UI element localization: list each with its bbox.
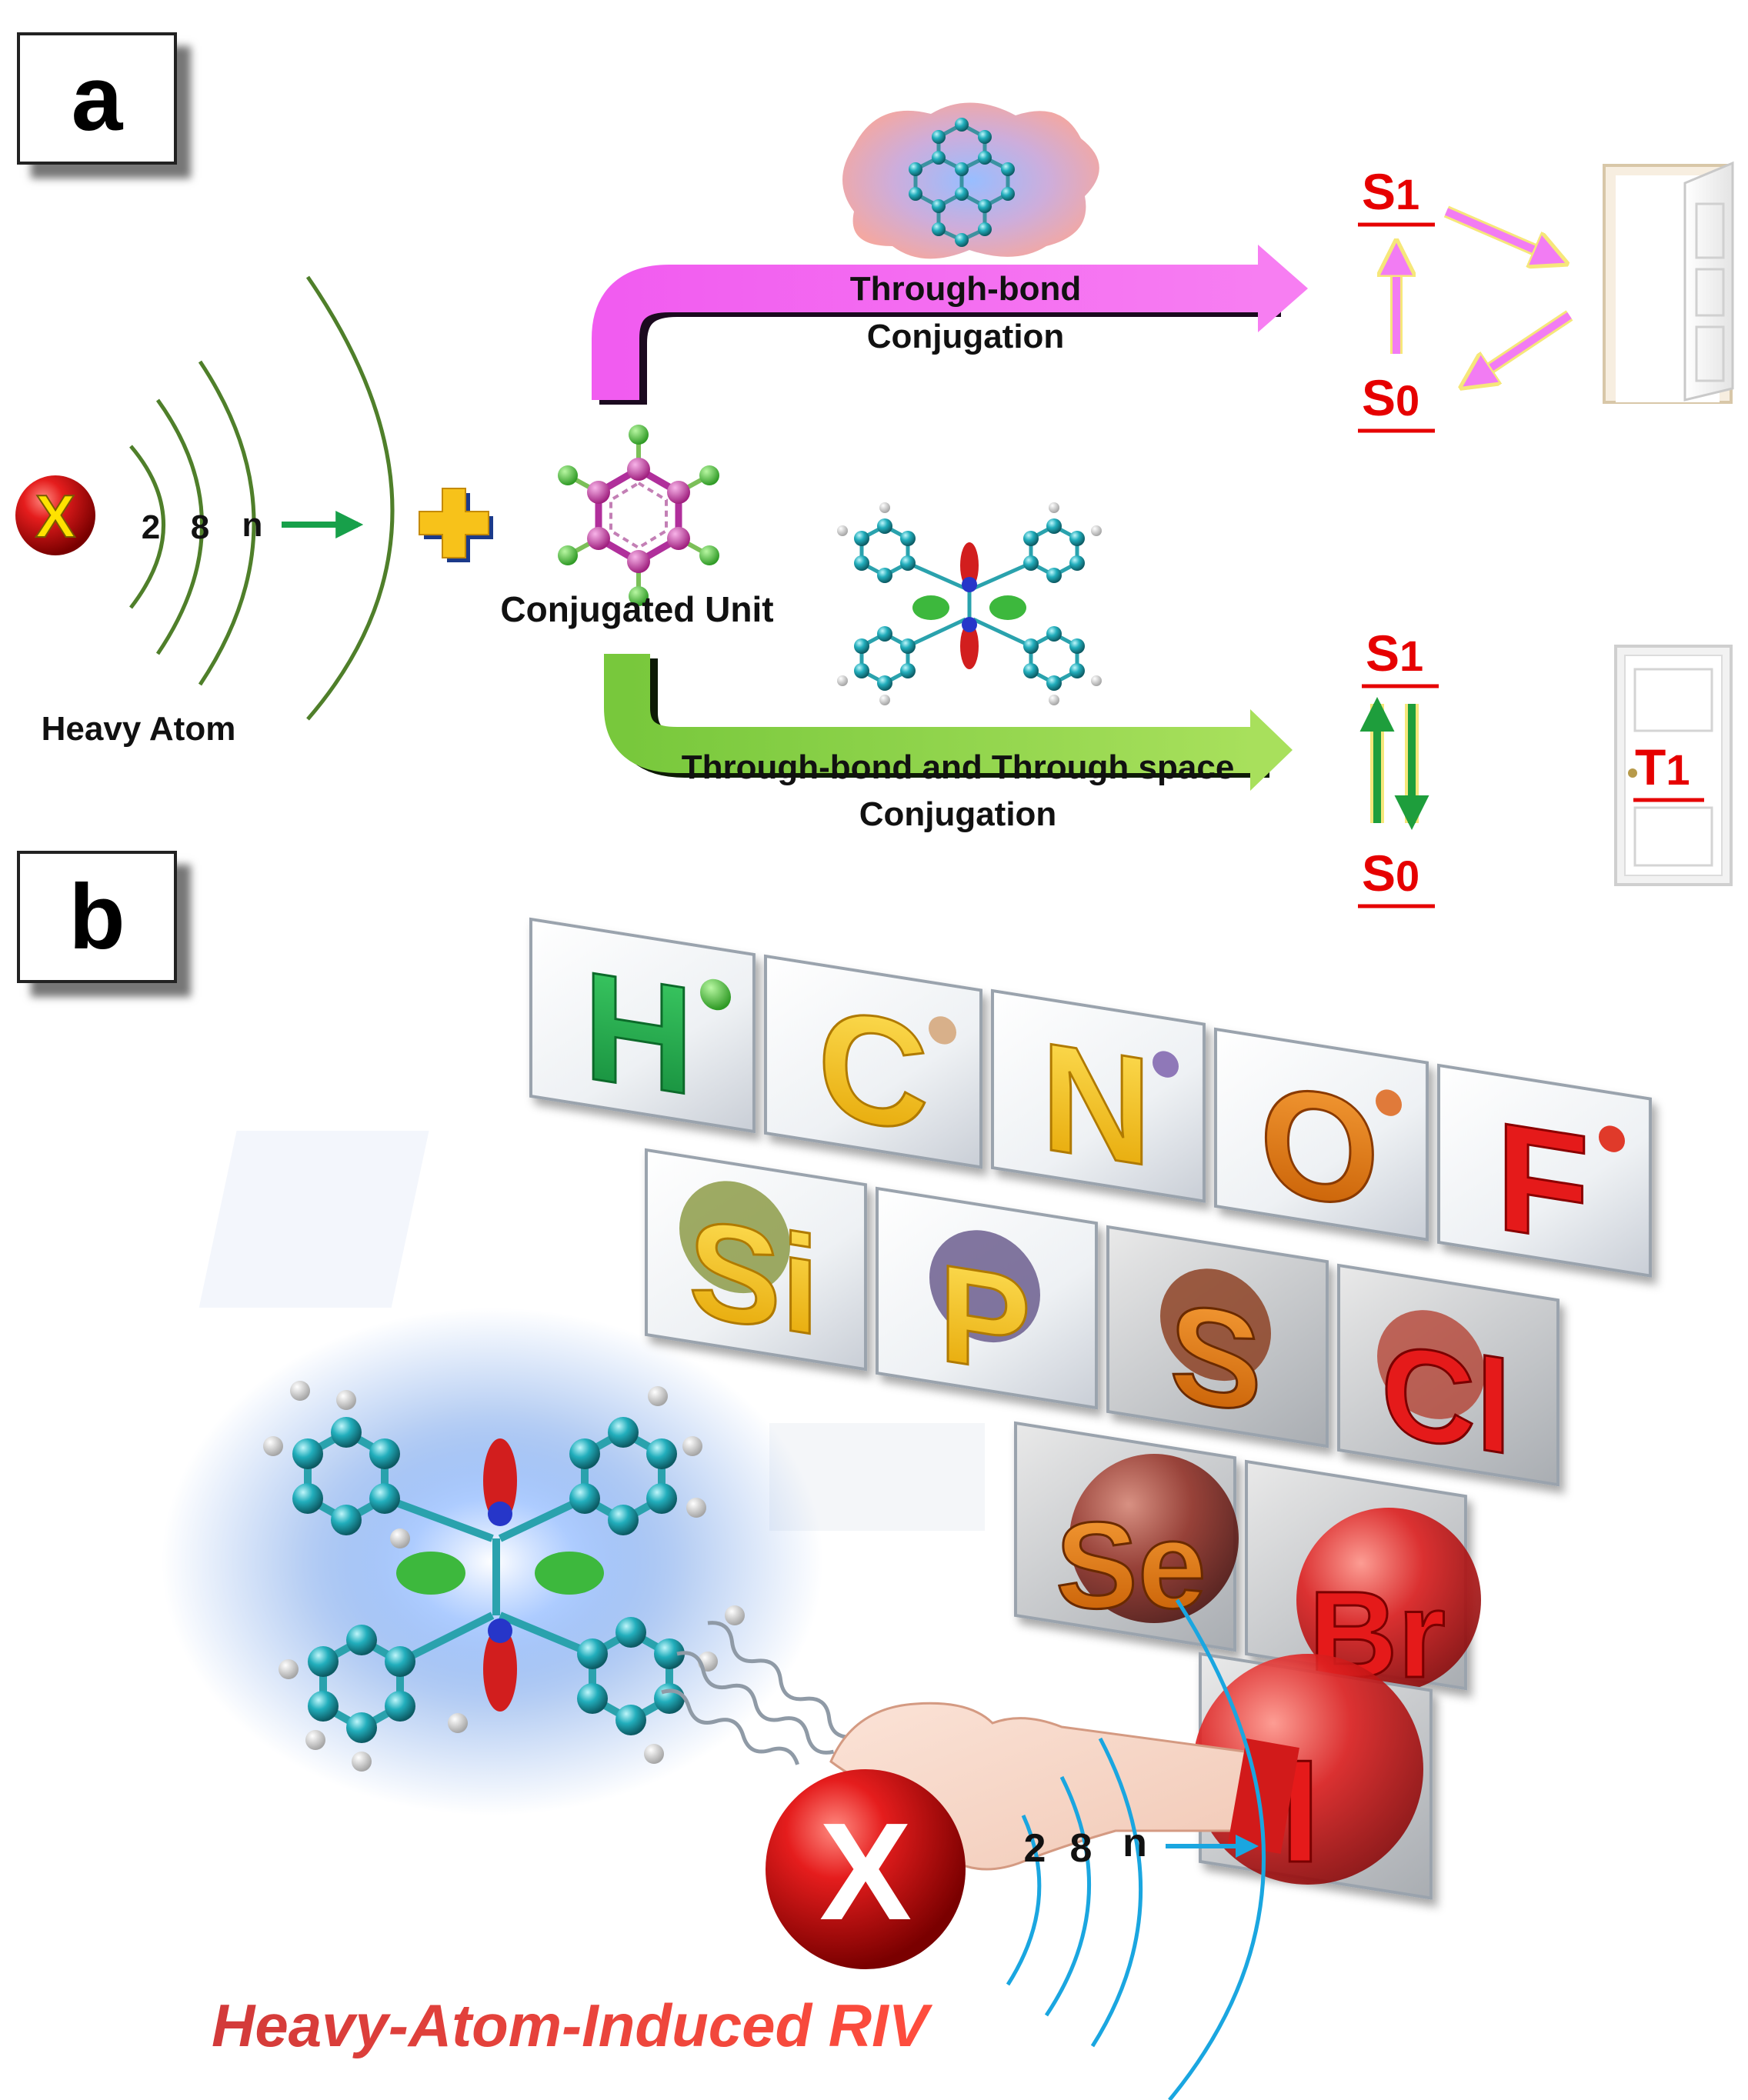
panel-b-label: b (17, 851, 177, 983)
open-door (1603, 161, 1734, 404)
state-diagram-bottom: S1 S0 (1358, 625, 1439, 908)
closed-door: T1 (1614, 645, 1733, 886)
electron-shells (129, 275, 395, 721)
tile-c: C (818, 975, 929, 1165)
tile-cl: Cl (1381, 1316, 1512, 1483)
bottom-t1: T1 (1635, 738, 1690, 795)
through-space-path (604, 654, 1293, 791)
shell-label-n: n (242, 506, 263, 544)
heavy-atom-ball: X (15, 475, 95, 555)
panel-b: H C N O (162, 917, 1652, 2100)
through-bond-path (592, 245, 1308, 405)
panel-b-caption: Heavy-Atom-Induced RIV (212, 1992, 933, 2059)
panel-a: X 2 8 n Heavy Atom (15, 102, 1734, 908)
element-tiles-row2: Si P S Cl (645, 1148, 1560, 1487)
benzene-molecule (558, 425, 719, 606)
top-s0: S0 (1362, 369, 1419, 426)
bottom-s0: S0 (1362, 845, 1419, 902)
b-shell-label-n: n (1123, 1821, 1147, 1865)
tile-f: F (1496, 1089, 1590, 1276)
b-shell-label-2: 2 (1024, 1826, 1046, 1871)
panel-a-label: a (17, 32, 177, 165)
electron-cloud-molecule (842, 102, 1099, 259)
bottom-s1: S1 (1366, 625, 1423, 682)
b-shell-label-8: 8 (1070, 1826, 1092, 1871)
tile-h: H (583, 938, 694, 1128)
tile-si: Si (689, 1190, 819, 1365)
through-space-line1: Through-bond and Through space (682, 748, 1235, 786)
conjugated-unit-caption: Conjugated Unit (500, 589, 773, 629)
shell-label-2: 2 (142, 508, 160, 546)
through-bond-line1: Through-bond (850, 270, 1082, 308)
through-space-line2: Conjugation (859, 795, 1057, 833)
top-s1: S1 (1362, 163, 1419, 220)
tile-o: O (1259, 1051, 1379, 1242)
tile-s: S (1169, 1274, 1262, 1443)
blue-electron-shells (1006, 1598, 1266, 2100)
springs (661, 1621, 854, 1765)
plus-symbol (419, 488, 493, 562)
element-tiles-row1: H C N O (529, 917, 1652, 1278)
shell-label-8: 8 (191, 508, 209, 546)
tile-n: N (1041, 1009, 1152, 1198)
tile-se: Se (1056, 1496, 1206, 1634)
small-propeller-molecule (837, 502, 1102, 705)
x-heavy-atom-ball: X (766, 1769, 966, 1969)
tile-p: P (939, 1235, 1031, 1405)
heavy-atom-caption: Heavy Atom (42, 710, 236, 748)
element-tiles-row3: Se Br (1014, 1421, 1481, 1705)
x-symbol: X (819, 1795, 912, 1949)
heavy-atom-symbol: X (35, 482, 75, 550)
through-bond-line2: Conjugation (867, 318, 1065, 355)
